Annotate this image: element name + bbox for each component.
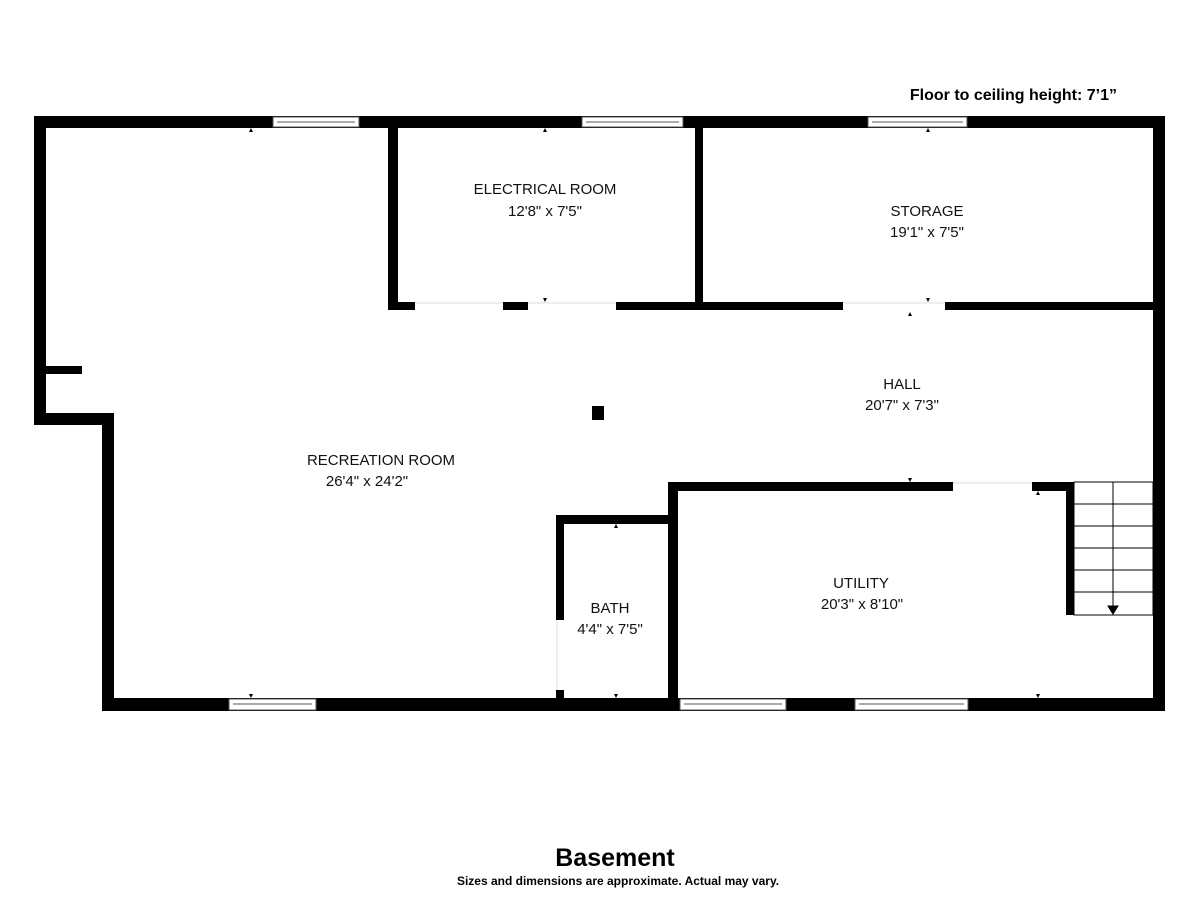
- wall-left-upper: [34, 116, 46, 425]
- wall-electrical-bottom-3: [616, 302, 843, 310]
- wall-utility-top-1: [668, 482, 953, 491]
- room-name-utility: UTILITY: [833, 575, 889, 592]
- dimension-markers: [249, 128, 1040, 698]
- room-name-electrical: ELECTRICAL ROOM: [474, 181, 617, 198]
- wall-utility-top-2: [1032, 482, 1074, 491]
- room-dims-bath: 4'4" x 7'5": [577, 621, 643, 638]
- stairs: [1073, 481, 1154, 616]
- window: [272, 116, 360, 128]
- window: [228, 698, 317, 711]
- wall-left-stub: [46, 366, 82, 374]
- room-dims-electrical: 12'8" x 7'5": [508, 203, 582, 220]
- window: [867, 116, 968, 128]
- wall-storage-bottom: [945, 302, 1153, 310]
- wall-bath-top: [556, 515, 668, 524]
- room-name-bath: BATH: [591, 600, 630, 617]
- wall-left-lower: [102, 413, 114, 711]
- wall-utility-left: [668, 482, 678, 711]
- disclaimer: Sizes and dimensions are approximate. Ac…: [456, 874, 780, 888]
- room-dims-hall: 20'7" x 7'3": [865, 397, 939, 414]
- wall-electrical-bottom-2: [503, 302, 528, 310]
- floor-title: Basement: [555, 844, 675, 872]
- room-dims-utility: 20'3" x 8'10": [821, 596, 903, 613]
- wall-stairs: [1066, 482, 1074, 615]
- room-name-recreation: RECREATION ROOM: [307, 452, 455, 469]
- windows: [228, 116, 969, 711]
- window: [581, 116, 684, 128]
- wall-electrical-bottom-1: [388, 302, 415, 310]
- pillar: [592, 406, 604, 420]
- wall-electrical-storage: [695, 128, 703, 310]
- window: [679, 698, 787, 711]
- room-dims-storage: 19'1" x 7'5": [890, 224, 964, 241]
- room-name-hall: HALL: [883, 376, 921, 393]
- wall-bath-left: [556, 515, 564, 620]
- window: [854, 698, 969, 711]
- room-dims-recreation: 26'4" x 24'2": [326, 473, 408, 490]
- wall-bath-stub: [556, 690, 564, 700]
- ceiling-height-label: Floor to ceiling height: 7’1”: [909, 87, 1117, 104]
- wall-electrical-left: [388, 128, 398, 310]
- door-openings: [415, 302, 1032, 690]
- stairs-down-arrow-icon: [1107, 605, 1119, 615]
- room-name-storage: STORAGE: [890, 203, 963, 220]
- wall-left-notch: [34, 413, 114, 425]
- wall-right: [1153, 116, 1165, 711]
